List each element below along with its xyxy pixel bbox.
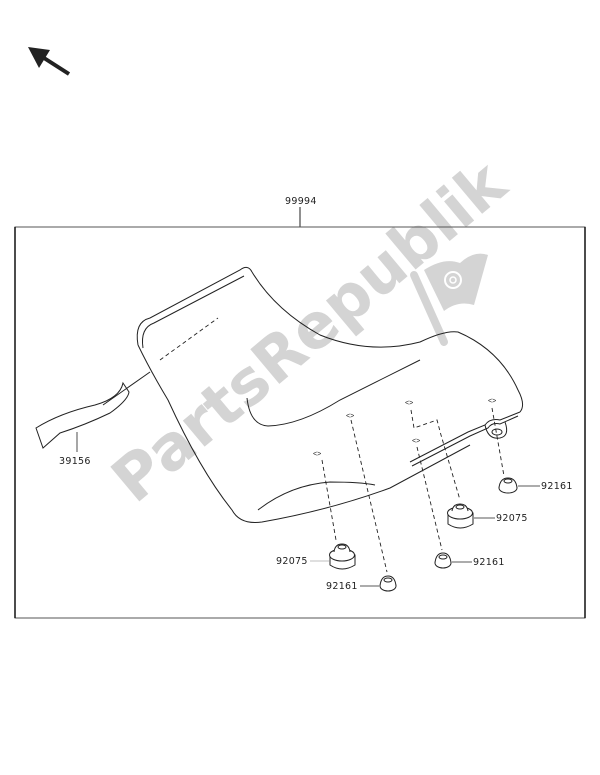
svg-text:<>: <> — [412, 438, 420, 445]
assembly-frame: 99994 — [14, 196, 586, 619]
part-label-92161-center[interactable]: 92161 — [473, 557, 505, 568]
seat-illustration — [136, 266, 524, 523]
direction-arrow-icon — [28, 47, 71, 76]
part-label-92075-left[interactable]: 92075 — [276, 556, 308, 567]
part-92161-lower[interactable]: 92161 — [326, 575, 397, 592]
part-label-39156[interactable]: 39156 — [59, 456, 91, 467]
part-39156-strip[interactable]: 39156 — [35, 371, 151, 467]
part-92075-left[interactable]: 92075 — [276, 543, 356, 570]
part-label-92161-right[interactable]: 92161 — [541, 481, 573, 492]
part-label-92075-right[interactable]: 92075 — [496, 513, 528, 524]
svg-text:<>: <> — [488, 398, 496, 405]
svg-text:<>: <> — [346, 413, 354, 420]
watermark-logo-icon — [410, 253, 488, 346]
svg-text:<>: <> — [405, 400, 413, 407]
part-92161-right[interactable]: 92161 — [498, 477, 573, 494]
fastener-leaders: <> <> <> <> <> — [313, 398, 505, 573]
part-92161-center[interactable]: 92161 — [434, 552, 505, 569]
part-label-92161-lower[interactable]: 92161 — [326, 581, 358, 592]
assembly-part-number[interactable]: 99994 — [285, 196, 317, 207]
part-92075-right[interactable]: 92075 — [447, 503, 528, 529]
svg-text:<>: <> — [313, 451, 321, 458]
